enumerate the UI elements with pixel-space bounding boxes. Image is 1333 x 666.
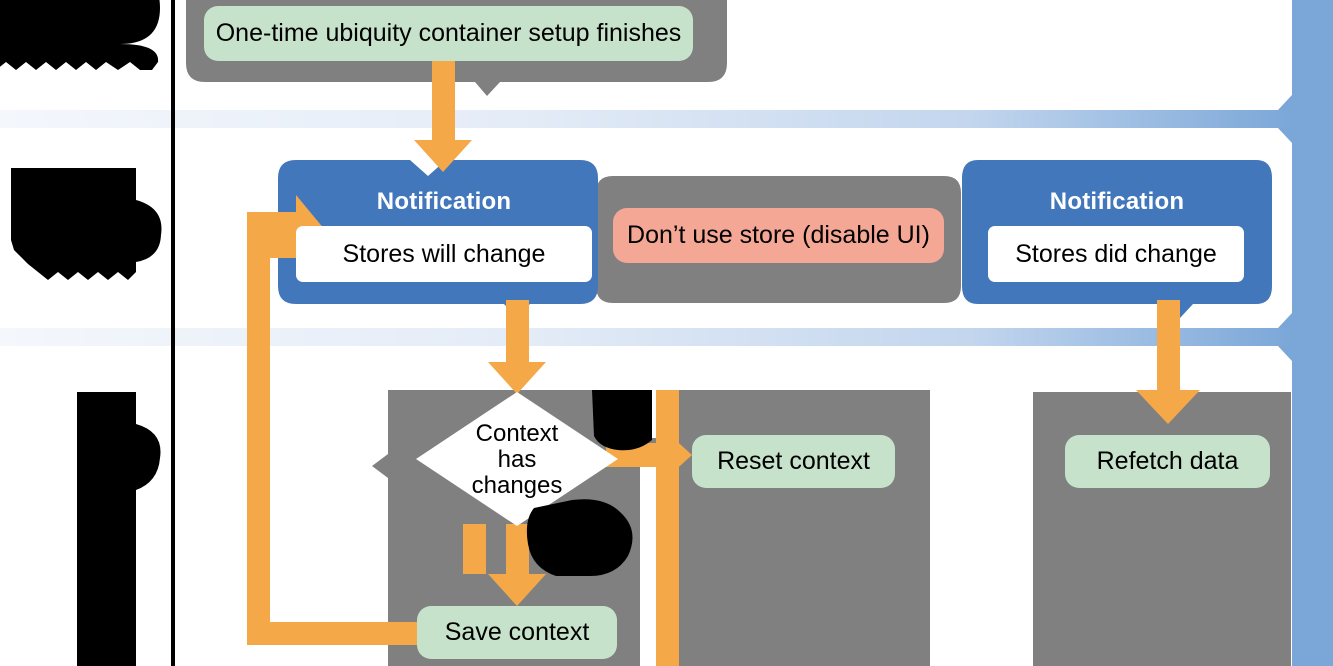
arrow-setup-to-will-change xyxy=(414,60,472,172)
node-context-has-changes-label: Context has changes xyxy=(437,418,597,502)
vertical-rule-divider xyxy=(171,0,175,666)
notification-did-change-header: Notification xyxy=(1049,188,1185,215)
node-setup-finishes[interactable]: One-time ubiquity container setup finish… xyxy=(204,6,693,61)
decision-line-1: Context xyxy=(475,420,559,448)
node-stores-did-change-label: Stores did change xyxy=(1015,239,1217,268)
arrow-feedback-corner-fill xyxy=(247,212,270,645)
node-dont-use-store[interactable]: Don’t use store (disable UI) xyxy=(613,208,944,263)
arrow-will-change-to-decision xyxy=(488,300,546,394)
node-stores-did-change[interactable]: Stores did change xyxy=(988,226,1244,282)
arrow-decision-branch-stub-left xyxy=(463,524,486,574)
connector-vertical-rail xyxy=(656,390,679,666)
redaction-branch-upper xyxy=(592,390,652,451)
redaction-branch-lower xyxy=(526,499,633,576)
arrow-feedback-horizontal xyxy=(247,622,430,645)
node-reset-context[interactable]: Reset context xyxy=(692,435,895,488)
redaction-mid-left xyxy=(11,168,162,280)
decision-line-3: changes xyxy=(471,471,563,499)
lane-divider-1 xyxy=(0,110,1292,128)
notification-will-change-header: Notification xyxy=(376,188,512,215)
arrow-decision-to-save xyxy=(488,524,546,606)
node-refetch-data[interactable]: Refetch data xyxy=(1065,435,1270,488)
lane-rail-right xyxy=(1278,0,1333,666)
node-save-context-label: Save context xyxy=(444,618,590,647)
decision-diamond-context-has-changes[interactable] xyxy=(416,392,618,526)
redaction-bottom-left xyxy=(77,392,161,666)
decision-line-2: has xyxy=(497,446,537,474)
node-stores-will-change[interactable]: Stores will change xyxy=(296,226,592,282)
node-reset-context-label: Reset context xyxy=(717,447,870,476)
node-save-context[interactable]: Save context xyxy=(417,606,617,659)
node-setup-finishes-label: One-time ubiquity container setup finish… xyxy=(215,19,682,48)
arrow-did-change-to-refetch xyxy=(1136,300,1200,424)
lane-divider-2 xyxy=(0,328,1292,346)
node-refetch-data-label: Refetch data xyxy=(1096,447,1239,476)
redaction-top-left xyxy=(0,0,160,70)
node-stores-will-change-label: Stores will change xyxy=(342,239,546,268)
node-dont-use-store-label: Don’t use store (disable UI) xyxy=(627,221,930,250)
